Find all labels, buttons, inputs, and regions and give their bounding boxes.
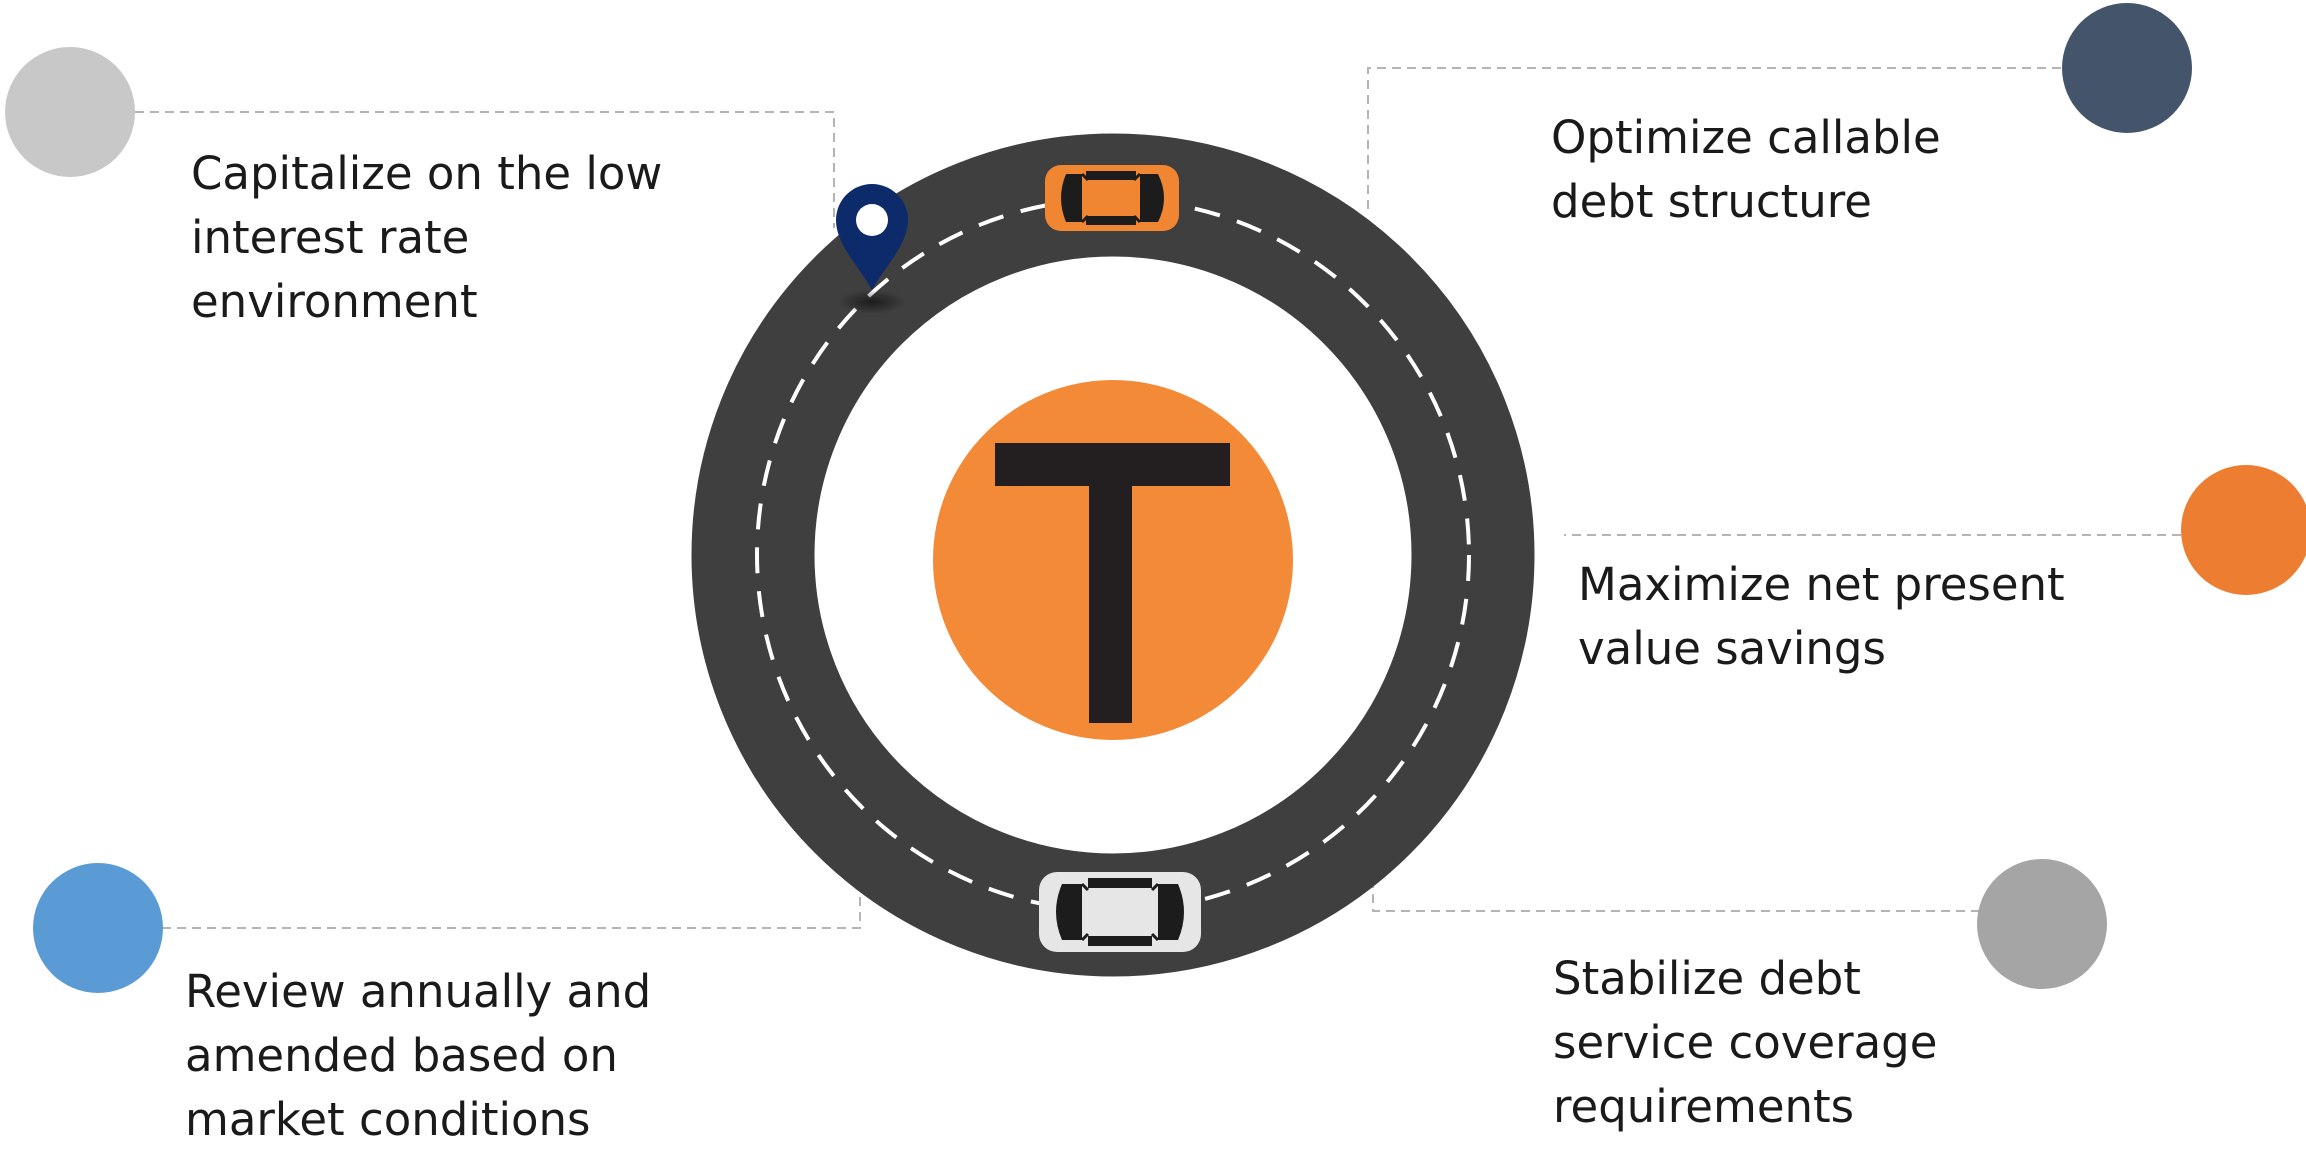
item-3-line-2: value savings <box>1578 622 1886 675</box>
map-pin-icon <box>836 184 908 314</box>
connector-5 <box>1372 870 1980 912</box>
item-4-line-3: market conditions <box>185 1093 591 1146</box>
connector-2 <box>1367 67 2061 215</box>
item-2-line-1: Optimize callable <box>1551 111 1941 164</box>
hub-letter-t <box>995 443 1230 723</box>
car-icon <box>1045 165 1179 231</box>
marker-circle-4 <box>33 863 163 993</box>
marker-circle-2 <box>2062 3 2192 133</box>
center-hub <box>933 380 1293 740</box>
item-3-line-1: Maximize net present <box>1578 558 2065 611</box>
item-1-line-1: Capitalize on the low <box>191 147 663 200</box>
car-icon <box>1039 872 1201 952</box>
item-4-line-1: Review annually and <box>185 965 652 1018</box>
item-3-text: Maximize net present value savings <box>1578 553 2065 681</box>
item-4-text: Review annually and amended based on mar… <box>185 960 651 1152</box>
marker-circle-5 <box>1977 859 2107 989</box>
marker-circle-1 <box>5 47 135 177</box>
item-5-text: Stabilize debt service coverage requirem… <box>1553 947 1937 1139</box>
item-2-line-2: debt structure <box>1551 175 1872 228</box>
item-5-line-3: requirements <box>1553 1080 1855 1133</box>
marker-circles <box>5 3 2306 993</box>
item-4-line-2: amended based on <box>185 1029 618 1082</box>
item-1-line-2: interest rate <box>191 211 470 264</box>
item-1-text: Capitalize on the low interest rate envi… <box>191 142 662 334</box>
item-5-line-1: Stabilize debt <box>1553 952 1861 1005</box>
connector-1 <box>135 111 835 228</box>
marker-circle-3 <box>2181 465 2306 595</box>
item-2-text: Optimize callable debt structure <box>1551 106 1941 234</box>
item-1-line-3: environment <box>191 275 478 328</box>
item-5-line-2: service coverage <box>1553 1016 1938 1069</box>
connector-4 <box>162 870 861 929</box>
